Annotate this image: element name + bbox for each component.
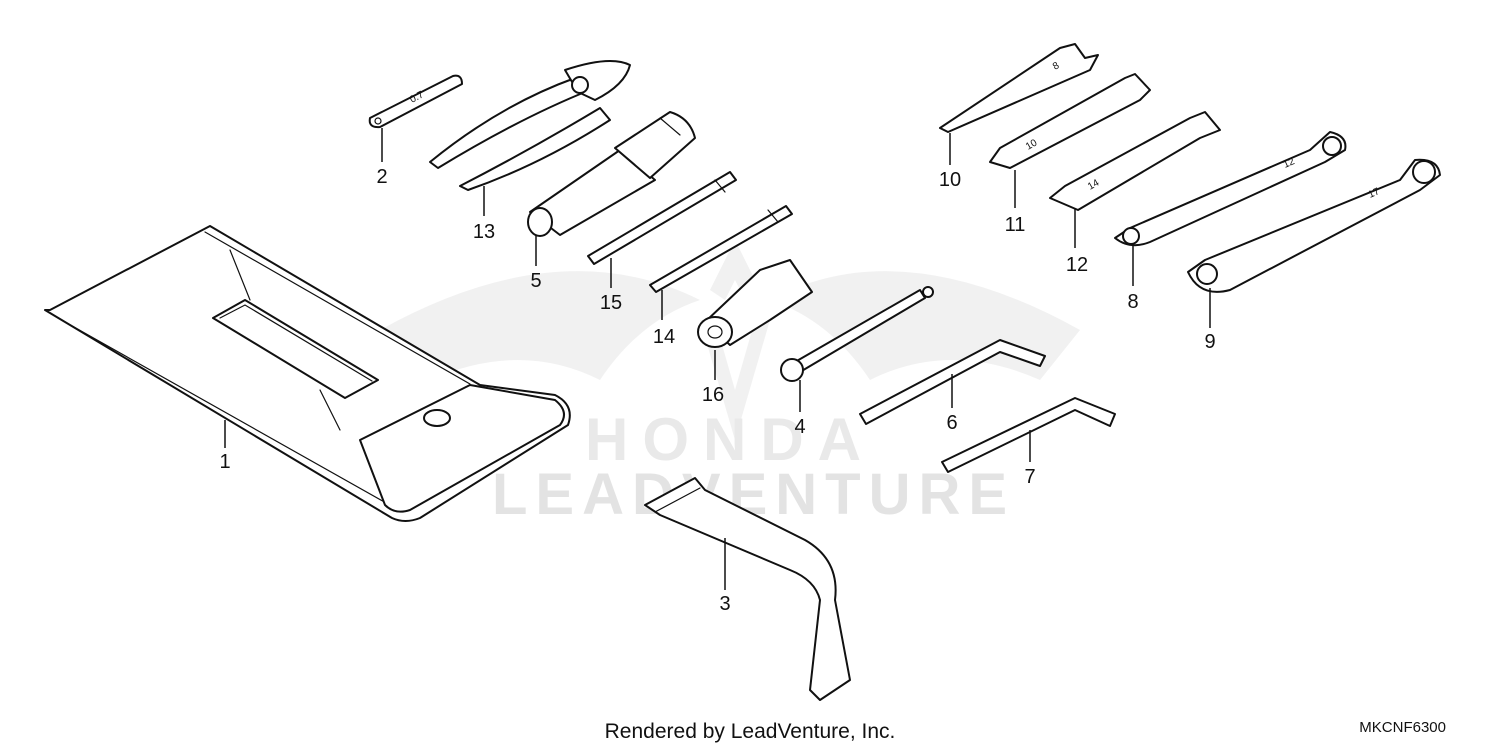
part-hex-wrench-large[interactable] <box>859 339 1046 425</box>
callout-8: 8 <box>1127 291 1138 313</box>
wrench-10-marking: 8 <box>1051 60 1062 73</box>
part-spark-plug-wrench[interactable] <box>527 111 696 237</box>
callout-6: 6 <box>946 412 957 434</box>
part-extension-bar[interactable] <box>780 286 934 382</box>
watermark-honda-wing-icon <box>380 240 1080 440</box>
callout-7: 7 <box>1024 466 1035 488</box>
wrench-8-marking: 12 <box>1282 156 1297 171</box>
callout-13: 13 <box>473 221 495 243</box>
part-pliers[interactable] <box>429 60 631 191</box>
wrench-9-marking: 17 <box>1367 186 1382 201</box>
callout-9: 9 <box>1204 331 1215 353</box>
wrench-11-marking: 10 <box>1024 137 1040 152</box>
callout-14: 14 <box>653 326 675 348</box>
callout-1: 1 <box>219 451 230 473</box>
part-tool-bag[interactable] <box>44 225 571 522</box>
part-ring-wrench-12mm[interactable]: 12 <box>1114 131 1347 247</box>
part-open-end-wrench-8mm[interactable]: 8 <box>939 43 1099 133</box>
callout-5: 5 <box>530 270 541 292</box>
callout-3: 3 <box>719 593 730 615</box>
part-screwdriver-bit-2[interactable] <box>649 205 793 293</box>
part-ring-wrench-17mm[interactable]: 17 <box>1187 158 1441 293</box>
part-open-end-wrench-14mm[interactable]: 14 <box>1049 111 1221 211</box>
watermark-brand: HONDA <box>585 406 875 473</box>
part-screwdriver-handle[interactable] <box>697 259 813 348</box>
part-hex-wrench-small[interactable] <box>941 397 1116 473</box>
part-screwdriver-bit-1[interactable] <box>587 171 737 265</box>
part-strap[interactable] <box>644 477 851 701</box>
callout-2: 2 <box>376 166 387 188</box>
part-open-end-wrench-10mm[interactable]: 10 <box>989 73 1151 169</box>
callout-16: 16 <box>702 384 724 406</box>
leader-lines <box>224 128 1211 590</box>
callout-15: 15 <box>600 292 622 314</box>
callouts: 1 2 3 4 5 6 7 8 9 10 11 12 13 14 15 16 <box>219 166 1215 615</box>
part-feeler-gauge[interactable]: 0.7 <box>368 74 463 129</box>
diagram-code: MKCNF6300 <box>1359 719 1446 736</box>
watermark: HONDA LEADVENTURE <box>380 240 1080 527</box>
callout-4: 4 <box>794 416 805 438</box>
callout-11: 11 <box>1005 214 1026 236</box>
callout-10: 10 <box>939 169 961 191</box>
callout-12: 12 <box>1066 254 1088 276</box>
wrench-12-marking: 14 <box>1086 177 1102 192</box>
rendered-by-credit: Rendered by LeadVenture, Inc. <box>605 720 896 743</box>
